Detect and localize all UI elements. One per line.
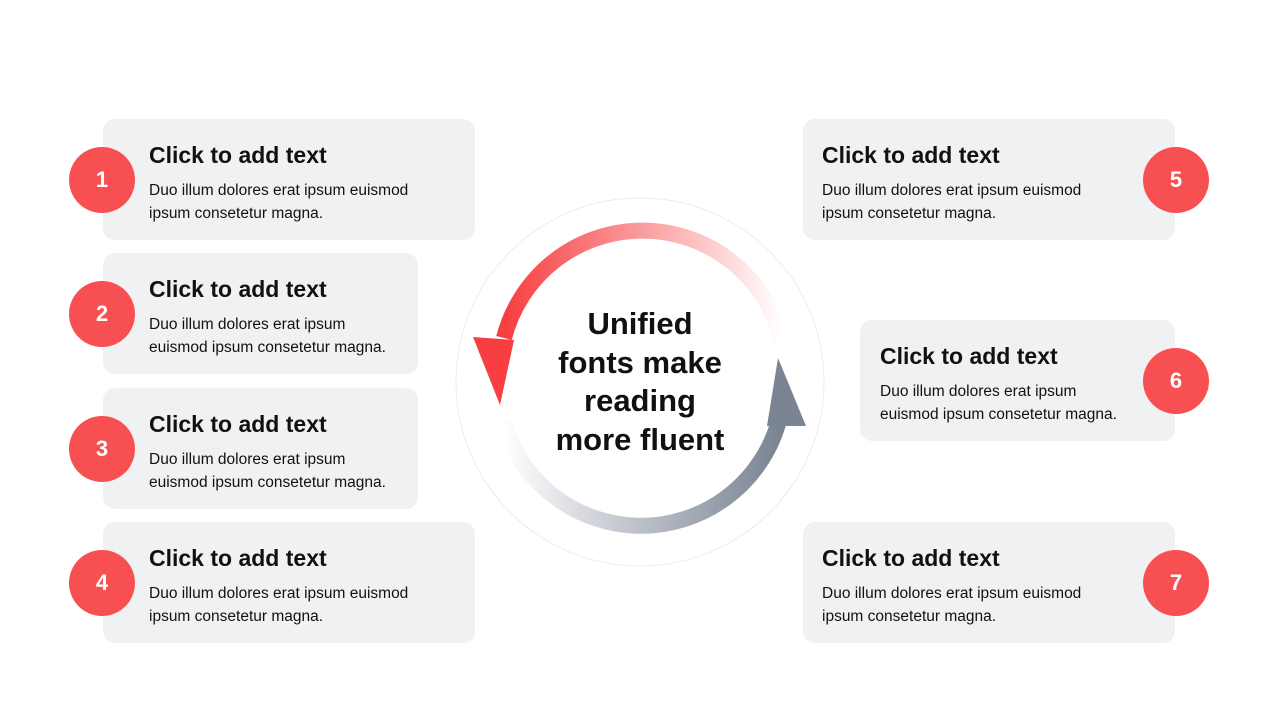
number-badge-5: 5 bbox=[1143, 147, 1209, 213]
item-title: Click to add text bbox=[822, 142, 1000, 168]
number-badge-3: 3 bbox=[69, 416, 135, 482]
item-card-3[interactable]: Click to add text Duo illum dolores erat… bbox=[103, 388, 418, 509]
item-body: Duo illum dolores erat ipsum euismod ips… bbox=[880, 383, 1117, 423]
item-title: Click to add text bbox=[149, 545, 327, 571]
item-title: Click to add text bbox=[822, 545, 1000, 571]
gray-arc bbox=[495, 417, 786, 534]
item-title: Click to add text bbox=[149, 411, 327, 437]
number-badge-1: 1 bbox=[69, 147, 135, 213]
number-badge-6: 6 bbox=[1143, 348, 1209, 414]
item-card-2[interactable]: Click to add text Duo illum dolores erat… bbox=[103, 253, 418, 374]
red-arc bbox=[496, 222, 789, 341]
red-arrowhead bbox=[473, 337, 514, 405]
item-title: Click to add text bbox=[880, 343, 1058, 369]
item-body: Duo illum dolores erat ipsum euismod ips… bbox=[149, 585, 409, 625]
item-body: Duo illum dolores erat ipsum euismod ips… bbox=[149, 182, 409, 222]
item-body: Duo illum dolores erat ipsum euismod ips… bbox=[149, 451, 386, 491]
item-body: Duo illum dolores erat ipsum euismod ips… bbox=[149, 316, 386, 356]
center-line: more fluent bbox=[555, 421, 725, 457]
outer-ring bbox=[455, 197, 825, 567]
item-body: Duo illum dolores erat ipsum euismod ips… bbox=[822, 585, 1082, 625]
number-badge-2: 2 bbox=[69, 281, 135, 347]
item-title: Click to add text bbox=[149, 276, 327, 302]
center-line: fonts make bbox=[558, 344, 722, 380]
center-title: Unified fonts make reading more fluent bbox=[520, 305, 760, 459]
item-card-5[interactable]: Click to add text Duo illum dolores erat… bbox=[803, 119, 1175, 240]
center-line: reading bbox=[584, 383, 696, 418]
number-badge-4: 4 bbox=[69, 550, 135, 616]
item-card-6[interactable]: Click to add text Duo illum dolores erat… bbox=[860, 320, 1175, 441]
item-title: Click to add text bbox=[149, 142, 327, 168]
center-line: Unified bbox=[587, 306, 693, 341]
gray-arrowhead bbox=[767, 358, 806, 426]
item-card-4[interactable]: Click to add text Duo illum dolores erat… bbox=[103, 522, 475, 643]
item-card-1[interactable]: Click to add text Duo illum dolores erat… bbox=[103, 119, 475, 240]
item-card-7[interactable]: Click to add text Duo illum dolores erat… bbox=[803, 522, 1175, 643]
number-badge-7: 7 bbox=[1143, 550, 1209, 616]
item-body: Duo illum dolores erat ipsum euismod ips… bbox=[822, 182, 1082, 222]
